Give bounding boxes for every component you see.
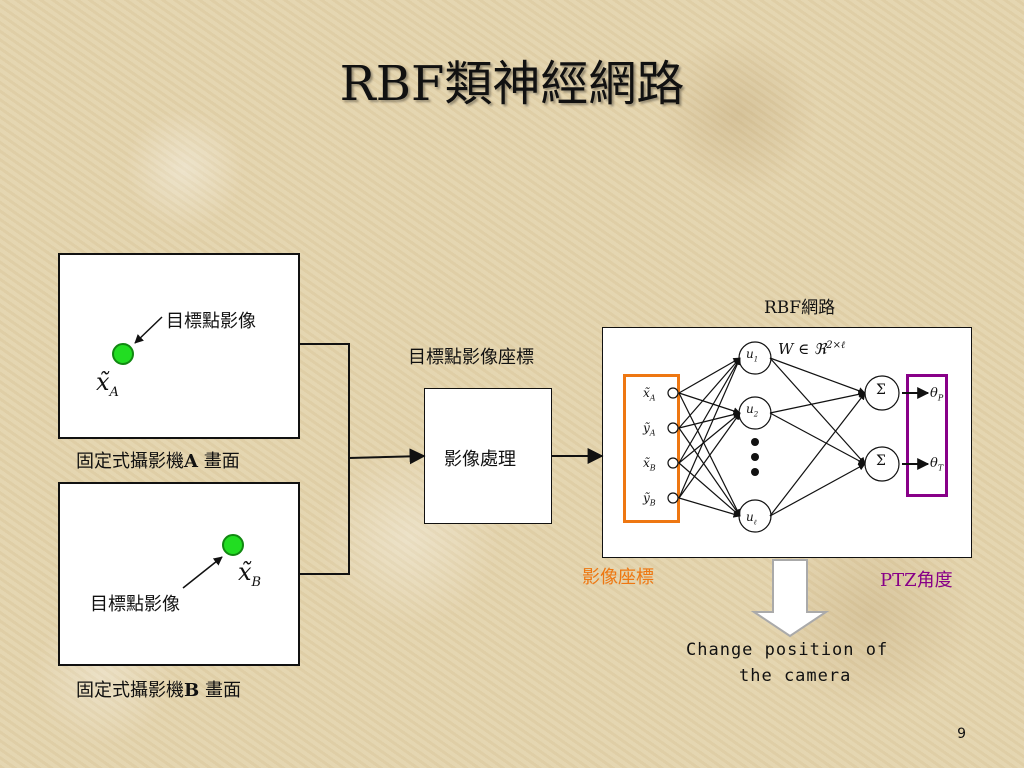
camera-b-caption-pre: 固定式攝影機: [76, 680, 184, 701]
image-processing-label: 影像處理: [444, 449, 516, 470]
input-yA-sym: ỹ: [643, 421, 650, 435]
hidden-nodes: [738, 341, 772, 533]
output-theta-p-sub: P: [937, 393, 944, 403]
result-line-1: Change position of: [686, 640, 889, 660]
hidden-ul-label: uℓ: [746, 510, 757, 526]
camera-a-caption-pre: 固定式攝影機: [76, 451, 184, 472]
input-xB-sym: x̃: [643, 456, 650, 470]
sum-nodes: [864, 375, 900, 482]
output-group-box: [906, 374, 948, 497]
input-xB-sub: B: [649, 463, 656, 473]
camera-b-callout-arrow: [182, 556, 223, 589]
hidden-ul-sub: ℓ: [753, 518, 757, 527]
hidden-u2-sub: 2: [753, 410, 759, 419]
output-theta-t: θT: [930, 456, 943, 473]
camera-a-frame: [58, 253, 300, 439]
result-line-2: the camera: [739, 666, 852, 686]
camera-a-target-label: 目標點影像: [166, 311, 256, 332]
input-nodes: [667, 387, 679, 504]
input-yB-sym: ỹ: [643, 491, 650, 505]
weight-formula: W ∈ ℜ2×ℓ: [778, 340, 845, 358]
camera-a-symbol-x: x̃: [96, 368, 110, 396]
camera-b-caption-post: 畫面: [199, 680, 241, 701]
hidden-u1-sub: 1: [753, 355, 759, 364]
coordinate-input-label: 目標點影像座標: [408, 347, 534, 368]
output-group-label: PTZ角度: [880, 570, 953, 591]
input-yB: ỹB: [643, 491, 656, 507]
output-theta-t-sub: T: [937, 463, 944, 473]
sum-p-label: Σ: [876, 382, 886, 398]
input-xB: x̃B: [643, 456, 656, 472]
camera-b-symbol: x̃B: [238, 558, 261, 590]
hidden-sum-connections: [769, 357, 866, 517]
sum-t-label: Σ: [876, 453, 886, 469]
hidden-u2-sym: u: [746, 402, 754, 416]
rbf-network-title: RBF網路: [764, 298, 836, 318]
output-theta-t-sym: θ: [930, 456, 938, 471]
camera-b-caption-letter: B: [184, 680, 200, 701]
camera-a-caption: 固定式攝影機A 畫面: [76, 447, 240, 473]
camera-a-caption-post: 畫面: [197, 451, 240, 472]
camera-a-target-dot: [112, 343, 134, 365]
camera-b-target-label: 目標點影像: [90, 594, 180, 615]
input-group-label: 影像座標: [582, 567, 654, 588]
camera-a-connector: [300, 343, 350, 575]
hidden-ellipsis-dots: [751, 438, 759, 476]
hidden-u1-label: u1: [746, 347, 758, 363]
camera-b-target-dot: [222, 534, 244, 556]
input-yB-sub: B: [649, 498, 656, 508]
change-position-down-arrow: [750, 559, 830, 638]
page-number: 9: [957, 726, 966, 742]
slide-title: RBF類神經網路: [339, 56, 685, 112]
camera-a-callout-arrow: [134, 316, 163, 344]
input-group-box: [623, 374, 680, 523]
weight-formula-sup: 2×ℓ: [826, 340, 846, 351]
output-theta-p-sym: θ: [930, 386, 938, 401]
input-xA-sub: A: [649, 393, 656, 403]
merge-to-processing-arrow: [348, 448, 426, 465]
camera-b-symbol-x: x̃: [238, 558, 252, 586]
hidden-u2-label: u2: [746, 402, 758, 418]
input-yA-sub: A: [649, 428, 656, 438]
weight-formula-text: W ∈ ℜ: [778, 340, 827, 358]
output-theta-p: θP: [930, 386, 943, 403]
input-yA: ỹA: [643, 421, 656, 437]
camera-b-symbol-sub: B: [251, 574, 262, 590]
input-hidden-connections: [678, 357, 741, 518]
hidden-u1-sym: u: [746, 347, 754, 361]
rbf-network-box: [602, 327, 972, 558]
camera-a-symbol-sub: A: [109, 384, 119, 400]
input-xA-sym: x̃: [643, 386, 650, 400]
hidden-ul-sym: u: [746, 510, 754, 524]
camera-b-caption: 固定式攝影機B 畫面: [76, 676, 241, 702]
input-xA: x̃A: [643, 386, 656, 402]
camera-b-frame: [58, 482, 300, 666]
camera-a-symbol: x̃A: [96, 368, 119, 400]
camera-a-caption-letter: A: [184, 451, 198, 472]
